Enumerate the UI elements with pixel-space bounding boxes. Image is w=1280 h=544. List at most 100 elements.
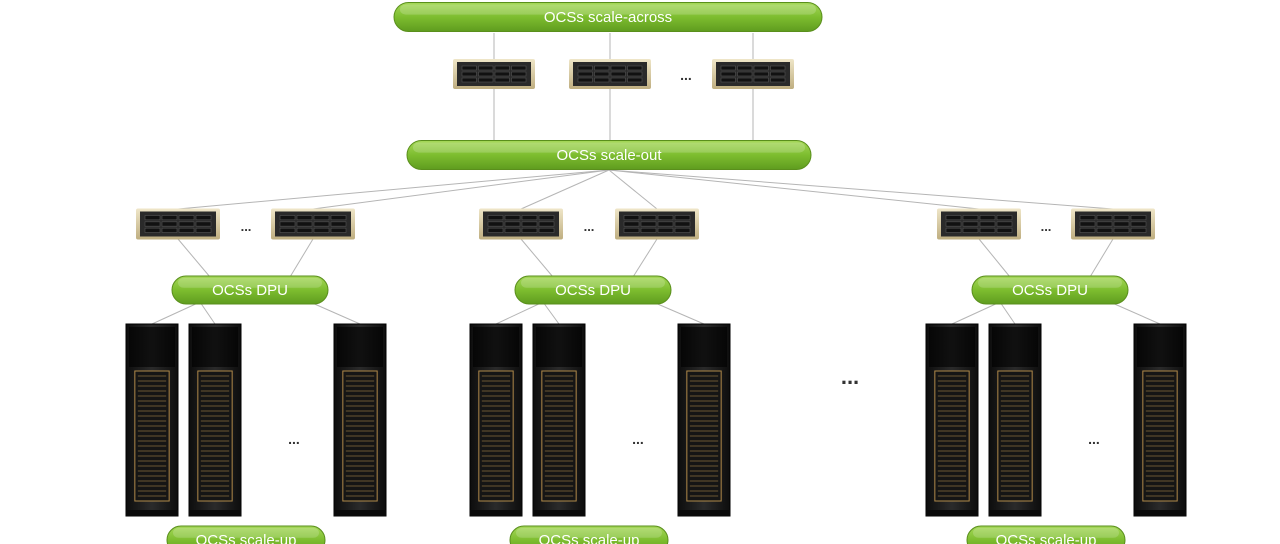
- rack-top-panel: [992, 327, 1038, 367]
- switch-port-bay: [313, 221, 330, 227]
- switch-port-bay: [577, 77, 593, 83]
- tier-label: OCSs scale-up: [539, 532, 640, 544]
- compute-rack-icon: [925, 323, 979, 517]
- switch-port-bay: [657, 221, 674, 227]
- switch-port-bay: [1130, 221, 1147, 227]
- switch-port-bay: [979, 227, 996, 233]
- connection-line: [177, 169, 610, 210]
- switch-port-bay: [1096, 227, 1113, 233]
- switch-port-bay: [945, 221, 962, 227]
- switch-port-bay: [279, 215, 296, 221]
- rack-base: [1134, 510, 1186, 516]
- ocs-switch-icon: [569, 59, 651, 89]
- switch-port-bay: [161, 215, 178, 221]
- switch-port-bay: [161, 221, 178, 227]
- rack-top-panel: [337, 327, 383, 367]
- compute-rack-icon: [188, 323, 242, 517]
- ocs-switch-icon: [479, 208, 563, 240]
- rack-ellipsis: ...: [632, 431, 644, 447]
- ocs-switch-icon: [712, 59, 794, 89]
- compute-rack-icon: [1133, 323, 1187, 517]
- switch-port-bay: [674, 227, 691, 233]
- switch-port-bay: [1113, 215, 1130, 221]
- rack-base: [989, 510, 1041, 516]
- connection-line: [608, 169, 1114, 210]
- switch-port-bay: [478, 77, 494, 83]
- pill-shape: [171, 275, 329, 305]
- switch-port-bay: [623, 227, 640, 233]
- rack-top-panel: [473, 327, 519, 367]
- connection-line: [495, 301, 544, 325]
- connection-line: [520, 238, 554, 278]
- pill-highlight: [973, 528, 1119, 538]
- switch-port-bay: [178, 215, 195, 221]
- rack-base: [533, 510, 585, 516]
- rack-top-panel: [192, 327, 238, 367]
- switch-port-bay: [1113, 221, 1130, 227]
- switch-port-bay: [487, 215, 504, 221]
- switch-port-bay: [296, 221, 313, 227]
- connection-line: [520, 169, 610, 210]
- pod-ellipsis: ...: [841, 364, 859, 389]
- ocs-switch-icon: [453, 59, 535, 89]
- connection-line: [608, 169, 980, 210]
- switch-port-bay: [623, 215, 640, 221]
- switch-port-bay: [737, 65, 753, 71]
- tier-labels: OCSs scale-across...OCSs scale-out...OCS…: [166, 2, 1129, 544]
- topology-nodes: [125, 59, 1187, 517]
- pill-shape: [509, 525, 669, 544]
- switch-port-bay: [296, 215, 313, 221]
- switch-port-bay: [330, 221, 347, 227]
- switch-port-bay: [770, 77, 786, 83]
- connection-line: [999, 301, 1016, 325]
- connection-line: [309, 301, 361, 325]
- switch-port-bay: [594, 65, 610, 71]
- ocs-switch-icon: [136, 208, 220, 240]
- switch-port-bay: [674, 221, 691, 227]
- switch-port-bay: [178, 221, 195, 227]
- dpu-pill: OCSs DPU: [171, 275, 329, 305]
- scale-out-pill: OCSs scale-out: [406, 140, 812, 170]
- scale-up-pill: OCSs scale-up: [166, 525, 326, 544]
- switch-port-bay: [521, 215, 538, 221]
- switch-port-bay: [610, 65, 626, 71]
- dpu-pill: OCSs DPU: [514, 275, 672, 305]
- pill-highlight: [178, 278, 322, 288]
- switch-port-bay: [640, 221, 657, 227]
- switch-port-bay: [996, 221, 1013, 227]
- pill-shape: [166, 525, 326, 544]
- switch-port-bay: [330, 227, 347, 233]
- switch-port-bay: [657, 215, 674, 221]
- switch-port-bay: [494, 77, 510, 83]
- switch-port-bay: [195, 221, 212, 227]
- switch-port-bay: [737, 71, 753, 77]
- switch-port-bay: [623, 221, 640, 227]
- switch-port-bay: [720, 65, 736, 71]
- rack-base: [126, 510, 178, 516]
- switch-port-bay: [144, 227, 161, 233]
- scale-up-pill: OCSs scale-up: [966, 525, 1126, 544]
- rack-top-panel: [129, 327, 175, 367]
- pill-shape: [393, 2, 823, 32]
- switch-port-bay: [538, 221, 555, 227]
- connection-lines: [151, 33, 1161, 325]
- rack-top-panel: [929, 327, 975, 367]
- switch-port-bay: [770, 71, 786, 77]
- switch-port-bay: [753, 65, 769, 71]
- switch-port-bay: [594, 71, 610, 77]
- switch-port-bay: [962, 227, 979, 233]
- switch-port-bay: [521, 227, 538, 233]
- tier-label: OCSs DPU: [212, 282, 288, 299]
- switch-port-bay: [461, 77, 477, 83]
- tier-label: OCSs scale-out: [556, 147, 662, 164]
- switch-port-bay: [770, 65, 786, 71]
- connection-line: [632, 238, 658, 278]
- switch-port-bay: [979, 215, 996, 221]
- switch-port-bay: [627, 65, 643, 71]
- switch-port-bay: [1079, 227, 1096, 233]
- dpu-pill: OCSs DPU: [971, 275, 1129, 305]
- switch-port-bay: [504, 215, 521, 221]
- connection-line: [289, 238, 314, 278]
- tier-label: OCSs scale-up: [196, 532, 297, 544]
- connection-line: [951, 301, 1001, 325]
